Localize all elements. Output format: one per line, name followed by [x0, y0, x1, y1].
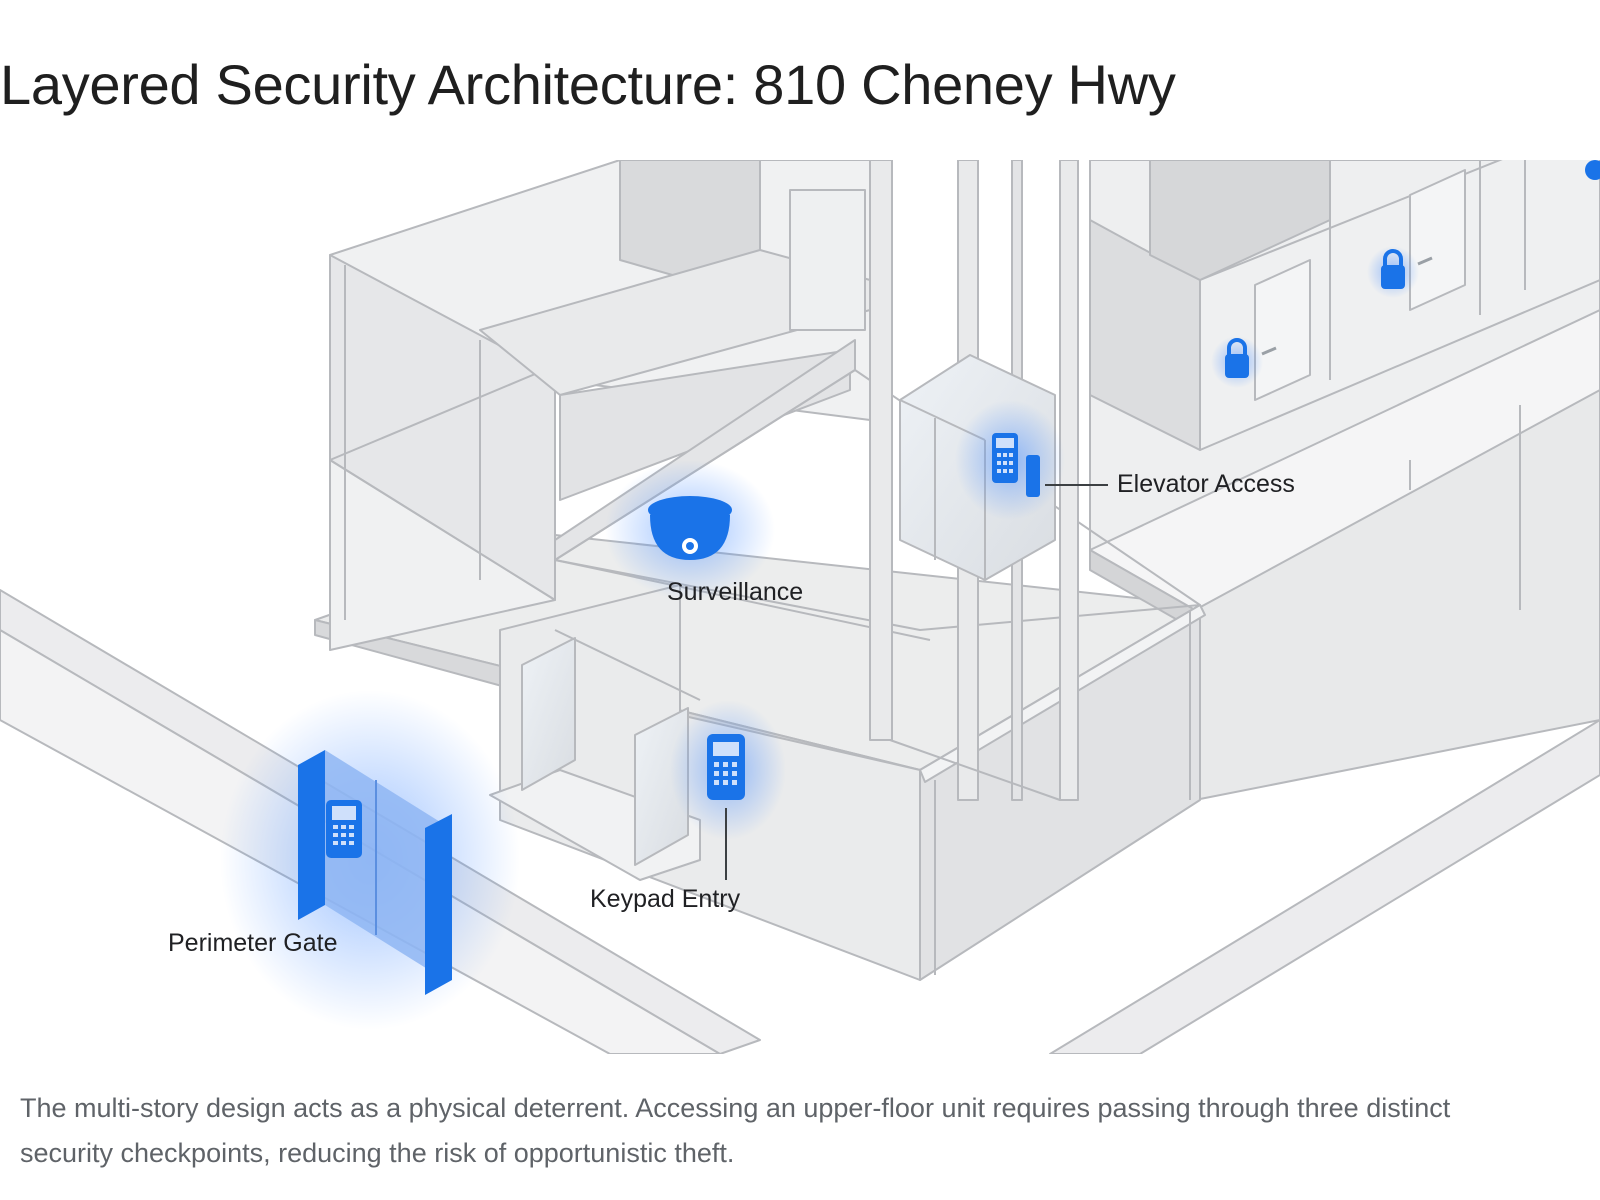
perimeter-gate-device: [220, 690, 520, 1030]
surveillance-camera-device: [605, 460, 775, 600]
unit-padlock-2: [1367, 246, 1433, 298]
unit-padlock-3: [1585, 160, 1600, 180]
keypad-entry-device: [670, 700, 786, 880]
perimeter-gate-label: Perimeter Gate: [168, 929, 338, 957]
right-road: [1049, 719, 1600, 1054]
surveillance-label: Surveillance: [667, 578, 804, 606]
glass-door-left: [521, 637, 576, 791]
building-diagram: Elevator Access Surveillance Keypad Entr…: [0, 160, 1600, 1054]
unit-door-2: [1409, 169, 1466, 311]
diagram-caption: The multi-story design acts as a physica…: [20, 1093, 1451, 1168]
keypad-entry-label: Keypad Entry: [590, 885, 741, 913]
unit-padlock-1: [1211, 336, 1277, 388]
building-illustration: [0, 160, 1600, 1054]
elevator-shaft-column: [869, 160, 893, 741]
elevator-access-label: Elevator Access: [1117, 470, 1295, 498]
unit-door-1: [1254, 259, 1311, 401]
elevator-access-device: [955, 400, 1108, 520]
page-title: Layered Security Architecture: 810 Chene…: [0, 53, 1176, 116]
